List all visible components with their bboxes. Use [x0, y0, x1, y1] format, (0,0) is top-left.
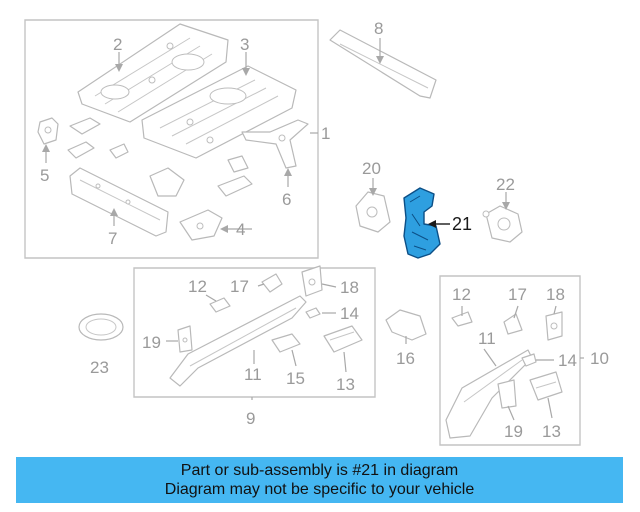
- callout-18-group9: 18: [340, 278, 359, 297]
- channel-13a: [323, 325, 363, 353]
- callout-6: 6: [282, 190, 291, 209]
- callout-8: 8: [374, 19, 383, 38]
- callout-17-group10: 17: [508, 285, 527, 304]
- highlighted-part-21[interactable]: [403, 187, 441, 259]
- callout-15: 15: [286, 369, 305, 388]
- sill-member-11a: [169, 295, 307, 387]
- callout-10: 10: [590, 349, 609, 368]
- callout-22: 22: [496, 175, 515, 194]
- bracket-19b: [497, 379, 517, 409]
- bracket-15: [271, 333, 301, 353]
- callout-7: 7: [108, 229, 117, 248]
- callout-4: 4: [236, 220, 245, 239]
- callout-11-group9: 11: [244, 365, 262, 384]
- callout-9: 9: [246, 409, 255, 428]
- callout-numbers: 1 2 3 4 5 6 7 8 9 10 11 11 12 12 13 13 1…: [40, 19, 609, 441]
- leader-lines: [42, 38, 584, 421]
- caption-banner: Part or sub-assembly is #21 in diagram D…: [16, 457, 623, 503]
- group-box-9: [133, 267, 376, 398]
- group-box-1: [24, 19, 319, 259]
- crossmember: [241, 119, 309, 169]
- callout-19-group10: 19: [504, 422, 523, 441]
- caption-line-2: Diagram may not be specific to your vehi…: [164, 481, 475, 498]
- bracket-18b: [545, 311, 563, 341]
- front-floor-pan: [77, 23, 229, 123]
- callout-13-group10: 13: [542, 422, 561, 441]
- side-member-7: [69, 167, 169, 237]
- bracket-center: [149, 155, 253, 197]
- callout-12-group9: 12: [188, 277, 207, 296]
- plug-23: [78, 313, 124, 341]
- callout-12-group10: 12: [452, 285, 471, 304]
- callout-13-group9: 13: [336, 375, 355, 394]
- bracket-16: [385, 309, 427, 341]
- rear-floor-pan: [141, 65, 297, 159]
- caption-line-1: Part or sub-assembly is #21 in diagram: [180, 462, 459, 479]
- callout-14-group10: 14: [558, 351, 577, 370]
- callout-16: 16: [396, 349, 415, 368]
- callout-3: 3: [240, 35, 249, 54]
- callout-11-group10: 11: [478, 329, 496, 348]
- mount-22: [482, 205, 523, 243]
- bracket-5: [37, 117, 59, 145]
- clip-14a: [305, 307, 321, 319]
- callout-20: 20: [362, 159, 381, 178]
- callout-23: 23: [90, 358, 109, 377]
- callout-2: 2: [113, 35, 122, 54]
- bracket-17a: [261, 273, 283, 293]
- callout-21[interactable]: 21: [452, 214, 472, 234]
- bracket-19a: [177, 325, 193, 353]
- callout-1: 1: [321, 124, 330, 143]
- gusset-4: [179, 209, 223, 241]
- bracket-12b: [451, 311, 473, 327]
- callout-19-group9: 19: [142, 333, 161, 352]
- callout-14-group9: 14: [340, 304, 359, 323]
- reinforcement-8: [329, 29, 437, 99]
- bracket-12a: [209, 297, 231, 313]
- callout-17-group9: 17: [230, 277, 249, 296]
- bracket-17b: [503, 313, 523, 335]
- callout-5: 5: [40, 166, 49, 185]
- bracket-20: [355, 191, 391, 233]
- callout-18-group10: 18: [546, 285, 565, 304]
- sill-member-11b: [445, 349, 533, 439]
- small-clips-left: [67, 117, 129, 159]
- bracket-18a: [301, 265, 323, 297]
- group-box-10: [439, 275, 581, 446]
- clip-14b: [521, 353, 537, 367]
- channel-13b: [529, 371, 563, 401]
